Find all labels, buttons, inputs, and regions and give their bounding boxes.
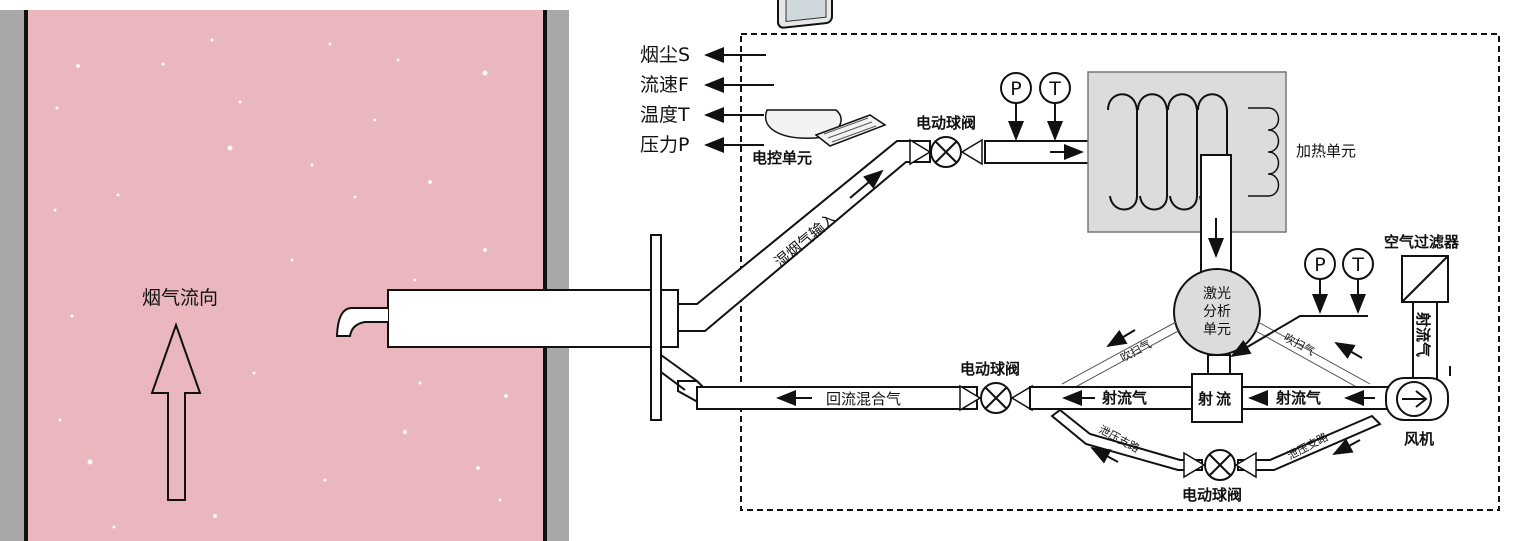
analyzer-label-line1: 激光	[1203, 285, 1231, 302]
purge-left-label: 吹扫气	[1118, 337, 1154, 365]
air-filter-icon	[1401, 255, 1449, 303]
heating-unit-label: 加热单元	[1296, 142, 1356, 160]
probe	[335, 234, 679, 421]
top-valve[interactable]	[909, 136, 983, 168]
probe-tip	[335, 307, 388, 337]
output-temperature-label: 温度T	[640, 104, 690, 126]
fan-arrow-icon	[1402, 390, 1428, 408]
purge-right-label: 吹扫气	[1282, 330, 1318, 358]
air-filter-label: 空气过滤器	[1384, 233, 1460, 251]
top-temperature-sensor: T	[1039, 72, 1071, 141]
purge-gas-lines	[1061, 321, 1371, 391]
heater-element-icon	[1248, 107, 1280, 197]
flow-direction-label: 烟气流向	[142, 287, 218, 309]
output-velocity-label: 流速F	[640, 74, 689, 96]
analyzer-label-line3: 单元	[1203, 322, 1231, 338]
right-pressure-sensor: P	[1304, 248, 1336, 314]
ejector-label-2: 流	[1216, 390, 1231, 408]
right-temperature-label: T	[1351, 254, 1364, 276]
middle-valve[interactable]	[959, 382, 1033, 414]
right-temperature-sensor: T	[1342, 248, 1374, 314]
analyzer-outlet-pipe	[1207, 354, 1231, 376]
return-pipe-junction	[660, 354, 698, 391]
control-unit-label: 电控单元	[752, 149, 812, 167]
bottom-valve[interactable]	[1183, 449, 1257, 481]
flow-arrow-icon	[150, 321, 202, 501]
fan	[1385, 377, 1449, 421]
return-mix-label: 回流混合气	[826, 390, 901, 408]
bottom-valve-label: 电动球阀	[1182, 486, 1242, 504]
right-pressure-label: P	[1314, 254, 1325, 276]
top-pressure-sensor: P	[1000, 72, 1032, 141]
middle-valve-label: 电动球阀	[960, 360, 1020, 378]
ejector-label-1: 射	[1197, 390, 1213, 408]
top-pressure-label: P	[1010, 78, 1021, 100]
stack: 烟气流向	[0, 10, 569, 541]
wet-input-arrow-icon	[849, 169, 884, 199]
analyzer-label-line2: 分析	[1203, 304, 1231, 320]
jet-left-label: 射流气	[1101, 389, 1147, 407]
top-valve-label: 电动球阀	[916, 114, 976, 132]
keyboard-icon	[814, 114, 887, 147]
sensor-tap-line	[1230, 315, 1368, 358]
mounting-flange	[650, 234, 662, 421]
jet-right-label: 射流气	[1275, 389, 1321, 407]
outputs-list: 烟尘S 流速F 温度T 压力P	[640, 44, 774, 156]
top-temperature-label: T	[1048, 78, 1061, 100]
purge-left-arrow-icon	[1106, 329, 1136, 348]
computer-icon	[764, 0, 887, 147]
relief-right-arrow-icon	[1332, 438, 1361, 455]
jet-vertical-label: 射流气	[1414, 311, 1432, 357]
purge-right-arrow-icon	[1334, 342, 1363, 359]
output-dust-label: 烟尘S	[640, 44, 690, 66]
fan-label: 风机	[1404, 430, 1434, 448]
relief-left-arrow-icon	[1090, 447, 1119, 464]
output-pressure-label: 压力P	[640, 134, 689, 156]
heating-unit	[1087, 71, 1287, 233]
stack-interior	[28, 10, 545, 541]
relief-right-pipe	[1237, 414, 1382, 471]
dust-particles	[53, 38, 508, 529]
ejector	[1191, 373, 1243, 423]
